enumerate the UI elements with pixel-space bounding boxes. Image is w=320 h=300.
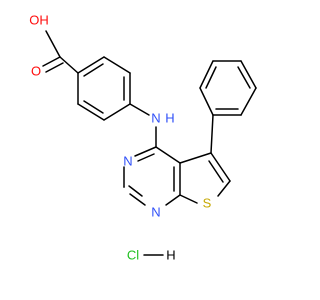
atom-label-cl: Cl — [127, 248, 139, 263]
bond — [165, 194, 181, 206]
bond — [179, 194, 198, 204]
bond-inner — [237, 66, 251, 89]
carboxyl-group — [42, 30, 79, 74]
atom-label-pyrimidine-n1: N — [123, 154, 132, 169]
atom-label-s: S — [203, 196, 212, 211]
bond — [199, 60, 214, 89]
bond-inner — [128, 185, 143, 197]
bond-ring-nh — [129, 103, 150, 116]
bond — [217, 180, 231, 197]
bond — [77, 56, 105, 74]
bond-cooh-c-o-a — [42, 56, 61, 67]
bond — [240, 60, 257, 89]
bond — [240, 87, 257, 116]
bond-inner — [208, 160, 224, 183]
atom-label-nh-h: H — [165, 111, 174, 126]
atom-label-oh: OH — [29, 13, 49, 28]
atom-label-h: H — [166, 248, 175, 263]
bond — [129, 193, 146, 206]
bond-inner — [83, 100, 104, 114]
bond-cooh-c-o-b — [45, 62, 64, 73]
bond-inner — [205, 66, 217, 89]
pyrimidine-ring — [123, 146, 181, 206]
bond — [210, 152, 231, 182]
bond-inner — [83, 63, 104, 77]
atom-label-o: O — [31, 64, 41, 79]
atom-label-pyrimidine-n2: N — [151, 205, 160, 220]
phenyl-ring — [199, 60, 257, 116]
bond — [103, 103, 131, 121]
structure-drawing: OH O N H N N S Cl H — [29, 13, 257, 263]
thiophene-ring — [179, 152, 231, 204]
bond — [199, 87, 214, 116]
bond-cooh-ring — [59, 56, 79, 74]
bond-cooh-c-oh — [45, 30, 61, 58]
bond — [134, 146, 157, 157]
benzoic-ring — [77, 56, 131, 121]
molecule-canvas: OH O N H N N S Cl H — [29, 13, 257, 263]
bond — [77, 103, 105, 121]
bond — [179, 152, 212, 164]
atom-label-nh-n: N — [151, 111, 160, 126]
bond — [103, 56, 131, 74]
bond — [155, 146, 181, 164]
bond-thiophene-phenyl — [210, 114, 214, 154]
bond-inner — [137, 153, 155, 162]
